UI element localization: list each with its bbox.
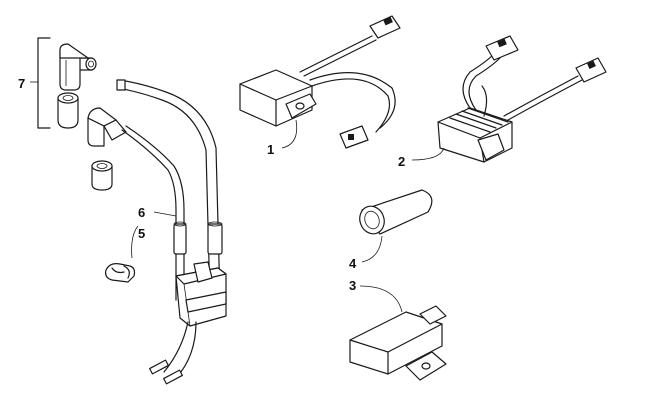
part-1-cdi-module (239, 15, 401, 149)
primary-wire-1 (163, 321, 189, 373)
lead-boot (91, 160, 113, 191)
part-6-ignition-coil (87, 79, 227, 385)
callout-6: 6 (138, 205, 145, 220)
cdi-wire-upper-2 (303, 39, 377, 77)
regulator-wire-2 (468, 57, 501, 111)
terminal-2 (163, 369, 183, 385)
cdi-connector-lower (339, 125, 369, 149)
callout-5: 5 (138, 226, 145, 241)
part-3-control-module (349, 285, 447, 381)
callout-7: 7 (18, 76, 25, 91)
cap-boot (57, 92, 79, 129)
part-5-wire-clip (105, 225, 139, 283)
part-3-leader (359, 285, 403, 313)
lead-sleeve-right (207, 223, 223, 255)
callout-4: 4 (349, 256, 357, 271)
lead-sleeve-left (173, 223, 187, 255)
lead-left-outer (121, 129, 177, 301)
part-2-voltage-regulator (411, 35, 607, 163)
callout-3: 3 (349, 278, 356, 293)
regulator-connector-right (575, 57, 607, 83)
lead-right-outer (117, 87, 211, 301)
part-7-bracket (37, 37, 51, 129)
terminal-1 (149, 359, 169, 375)
cdi-wire-lower-1 (309, 72, 396, 129)
part-4-leader (361, 235, 383, 263)
part-4-shrink-tube (359, 189, 433, 263)
regulator-connector-upper (485, 35, 519, 61)
regulator-wire-1 (462, 53, 495, 109)
part-1-leader (281, 119, 298, 149)
part-7-spark-plug-cap-group (30, 37, 97, 129)
part-6-leader (153, 211, 177, 217)
spark-plug-cap (59, 43, 97, 91)
callout-2: 2 (398, 154, 405, 169)
regulator-wire-4 (503, 75, 579, 117)
part-2-leader (411, 147, 445, 161)
part-5-leader (131, 225, 139, 259)
coil-body (175, 261, 227, 327)
cdi-connector-upper (369, 15, 401, 39)
regulator-wire-5 (507, 79, 583, 121)
lead-right-inner (119, 79, 221, 301)
lead-left-inner (125, 125, 185, 301)
callout-1: 1 (267, 142, 274, 157)
lead-spark-cap (87, 107, 127, 147)
cdi-wire-upper-1 (299, 35, 373, 73)
lead-right-end (116, 79, 126, 91)
regulator-wire-3 (481, 85, 488, 117)
cdi-wire-lower-2 (311, 78, 391, 133)
